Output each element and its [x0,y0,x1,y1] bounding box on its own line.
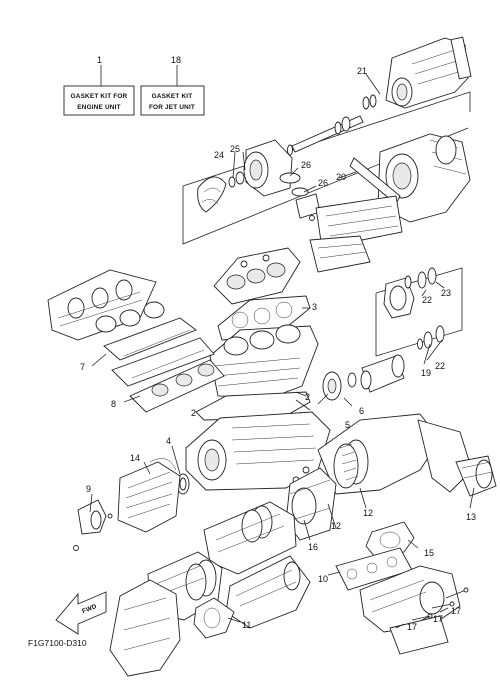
crankcase [185,411,331,491]
ride-plate-bracket [309,157,403,273]
callout-2b: 2 [191,408,196,418]
callout-23: 23 [441,288,451,298]
gasket-kit-engine-unit: 1 GASKET KIT FOR ENGINE UNIT [63,55,135,116]
bearing-housing [383,267,437,319]
water-box-lower [109,579,181,677]
callout-26a: 26 [301,160,311,170]
exhaust-gasket-15 [365,521,415,559]
leader-lines [89,73,475,629]
carburetor-assembly [47,269,157,341]
callout-8: 8 [111,399,116,409]
starter-motor [73,499,113,551]
jet-pump-housing [362,36,472,110]
base-gasket [195,391,311,421]
exhaust-manifold [147,551,223,621]
callout-21: 21 [357,66,367,76]
exhaust-outlet [359,565,461,655]
callout-20: 20 [336,172,346,182]
callout-17b: 17 [433,614,443,624]
callout-6: 6 [359,406,364,416]
callout-25: 25 [230,144,240,154]
cylinder-head-cover [213,247,301,305]
callout-3: 3 [312,302,317,312]
callout-14: 14 [130,453,140,463]
callout-24: 24 [214,150,224,160]
impeller-shaft [287,115,364,156]
callout-12b: 12 [363,508,373,518]
callout-19: 19 [421,368,431,378]
kit-label-line1: GASKET KIT FOR [71,93,128,100]
callout-22a: 22 [422,295,432,305]
callout-numbers: 21 24 25 26 26 20 3 22 23 7 8 2 2 5 6 19… [80,66,476,632]
intake-gaskets [95,301,215,387]
callout-17c: 17 [407,622,417,632]
callout-10: 10 [318,574,328,584]
water-lock [203,501,297,575]
callout-16: 16 [308,542,318,552]
intermediate-housing [377,133,471,223]
callout-17a: 17 [451,606,461,616]
kit-number: 18 [171,55,181,65]
callout-22b: 22 [435,361,445,371]
callout-5: 5 [345,420,350,430]
cylinder-block [209,324,319,399]
exhaust-gasket-11 [193,597,235,639]
exhaust-pipe [317,413,497,497]
drive-coupling [322,325,445,401]
exhaust-chamber [285,467,337,541]
callout-13: 13 [466,512,476,522]
kit-label-line1: GASKET KIT [152,93,193,100]
callout-7: 7 [80,362,85,372]
impeller [197,176,227,213]
callout-11: 11 [242,620,251,630]
callout-9: 9 [86,484,91,494]
intake-manifold [129,359,225,413]
magneto-cover [117,458,181,533]
callout-4: 4 [166,436,171,446]
callout-2a: 2 [305,392,310,402]
kit-number: 1 [97,55,102,65]
callout-26b: 26 [318,178,328,188]
kit-label-line2: ENGINE UNIT [77,104,120,111]
muffler [225,555,311,629]
figure-code: F1G7100-D310 [28,638,87,648]
kit-label-line2: FOR JET UNIT [149,104,195,111]
gasket-kit-jet-unit: 18 GASKET KIT FOR JET UNIT [140,55,205,116]
callout-15: 15 [424,548,434,558]
fwd-arrow-icon: FWD [55,591,107,635]
impeller-duct [228,139,293,197]
callout-12a: 12 [331,521,341,531]
